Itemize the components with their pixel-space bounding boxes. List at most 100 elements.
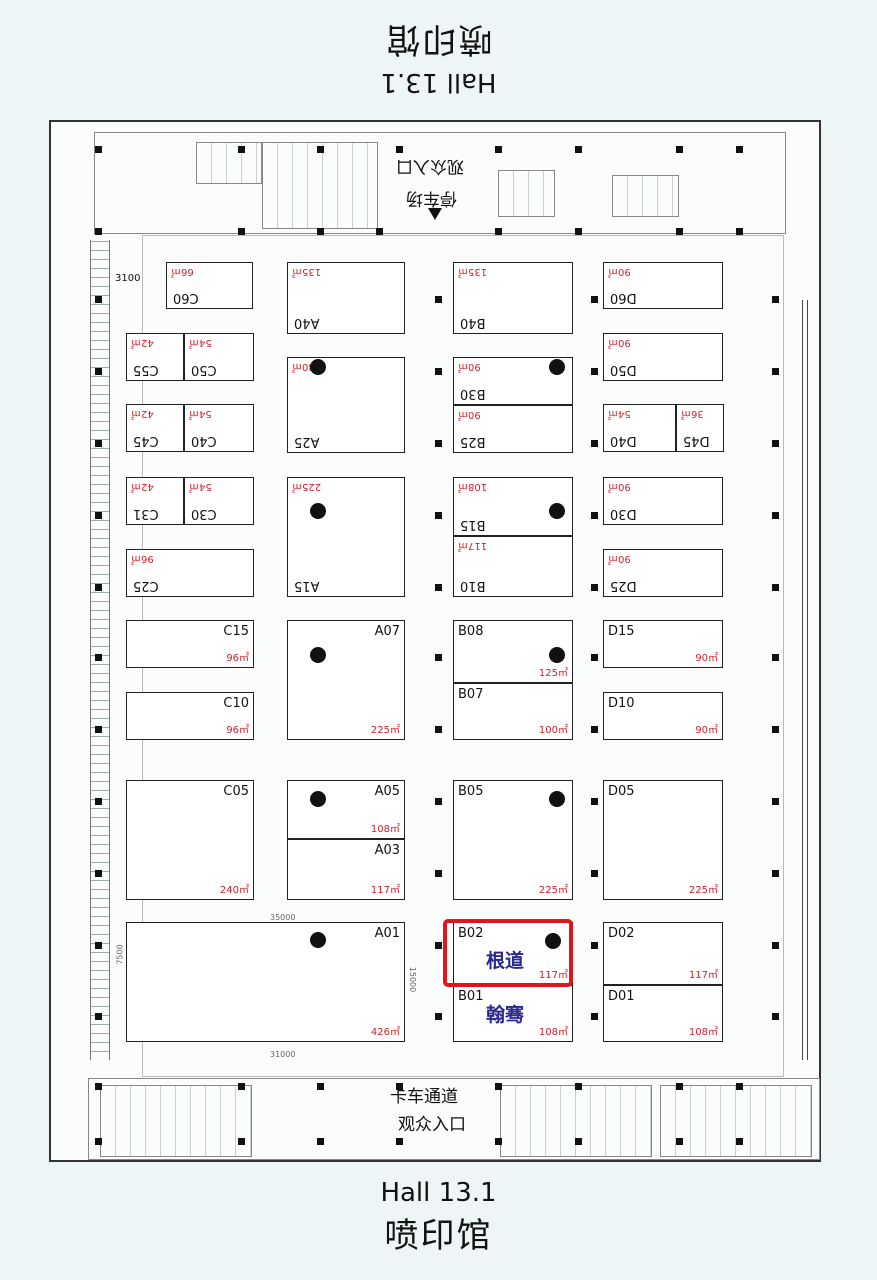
pillar [772,726,779,733]
pillar [317,1138,324,1145]
booth-area: 90㎡ [608,337,631,348]
booth-id: A40 [294,315,320,330]
booth-area: 90㎡ [695,653,718,664]
column-marker-icon [549,359,565,375]
exhibitor-label-b01: 翰骞 [486,1004,525,1026]
booth-id: C50 [191,362,217,377]
service-zone-bottom [88,1078,820,1160]
pillar [95,228,102,235]
pillar [575,146,582,153]
left-stair [90,240,110,1060]
booth-id: D01 [608,989,635,1004]
booth-id: C10 [223,696,249,711]
booth-id: D40 [610,433,637,448]
pillar [238,1138,245,1145]
booth-id: A05 [374,784,400,799]
column-marker-icon [310,503,326,519]
booth-id: A03 [374,843,400,858]
pillar [376,228,383,235]
truck-lane-label: 卡车通道 [390,1087,458,1107]
pillar [435,440,442,447]
top-audience-entrance-label: 观众入口 [396,156,464,176]
booth-id: A25 [294,434,320,449]
pillar [591,440,598,447]
pillar [591,368,598,375]
booth-id: B10 [460,578,486,593]
pillar [435,870,442,877]
pillar [435,726,442,733]
pillar [591,584,598,591]
pillar [591,726,598,733]
column-marker-icon [310,932,326,948]
pillar [495,228,502,235]
booth-id: B08 [458,624,484,639]
pillar [95,368,102,375]
pillar [495,1138,502,1145]
pillar [772,368,779,375]
booth-id: A01 [374,926,400,941]
booth-a03[interactable]: A03 117㎡ [287,839,405,900]
booth-area: 54㎡ [189,481,212,492]
pillar [591,1013,598,1020]
booth-id: C55 [133,362,159,377]
booth-area: 90㎡ [608,553,631,564]
pillar [435,654,442,661]
dimension-label: 3100 [115,273,141,284]
booth-id: C60 [173,290,199,305]
pillar [736,1083,743,1090]
pillar [95,146,102,153]
pillar [95,942,102,949]
restroom [612,175,679,217]
highlight-box-b02 [443,919,573,987]
header-name: 喷印馆 [384,19,493,59]
service-room [262,142,378,229]
booth-area: 100㎡ [538,725,568,736]
booth-area: 90㎡ [458,409,481,420]
booth-area: 225㎡ [292,481,322,492]
booth-area: 135㎡ [458,266,488,277]
header-title: Hall 13.1 喷印馆 [0,18,877,97]
booth-area: 125㎡ [538,668,568,679]
pillar [772,870,779,877]
pillar [591,654,598,661]
booth-id: D10 [608,696,635,711]
pillar [591,798,598,805]
bottom-audience-entrance-label: 观众入口 [398,1115,466,1135]
booth-area: 117㎡ [370,885,400,896]
pillar [95,1013,102,1020]
pillar [435,584,442,591]
pillar [95,726,102,733]
